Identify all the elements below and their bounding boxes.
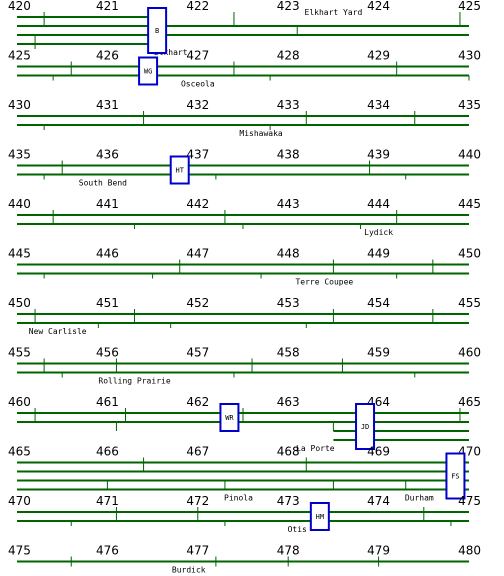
interlocking-box xyxy=(147,7,168,54)
milepost-label: 431 xyxy=(96,98,119,112)
interlocking-box xyxy=(138,56,159,86)
milepost-label: 459 xyxy=(367,346,390,360)
interlocking-box xyxy=(169,155,190,185)
milepost-label: 440 xyxy=(8,197,31,211)
milepost-label: 455 xyxy=(458,296,481,310)
milepost-label: 423 xyxy=(277,0,300,13)
milepost-label: 430 xyxy=(8,98,31,112)
milepost-label: 450 xyxy=(458,247,481,261)
milepost-label: 470 xyxy=(8,494,31,508)
milepost-label: 436 xyxy=(96,148,119,162)
milepost-label: 465 xyxy=(8,445,31,459)
milepost-label: 442 xyxy=(186,197,209,211)
milepost-label: 424 xyxy=(367,0,390,13)
interlocking-label: WR xyxy=(225,414,234,422)
station-label: Pinola xyxy=(224,494,253,503)
station-label: Durham xyxy=(405,494,434,503)
milepost-label: 432 xyxy=(186,98,209,112)
interlocking-box xyxy=(355,403,376,450)
interlocking-label: B xyxy=(155,27,159,35)
interlocking-label: HT xyxy=(176,167,185,175)
interlocking-box xyxy=(309,502,330,531)
milepost-label: 462 xyxy=(186,395,209,409)
milepost-label: 428 xyxy=(277,49,300,63)
milepost-label: 475 xyxy=(458,494,481,508)
milepost-label: 438 xyxy=(277,148,300,162)
milepost-label: 448 xyxy=(277,247,300,261)
milepost-label: 453 xyxy=(277,296,300,310)
milepost-label: 435 xyxy=(458,98,481,112)
milepost-label: 478 xyxy=(277,544,300,558)
station-label: New Carlisle xyxy=(29,327,87,336)
milepost-label: 471 xyxy=(96,494,119,508)
station-label: Otis xyxy=(288,525,307,534)
milepost-label: 425 xyxy=(8,49,31,63)
milepost-label: 422 xyxy=(186,0,209,13)
milepost-label: 435 xyxy=(8,148,31,162)
milepost-label: 476 xyxy=(96,544,119,558)
milepost-label: 474 xyxy=(367,494,390,508)
milepost-label: 457 xyxy=(186,346,209,360)
milepost-label: 469 xyxy=(367,445,390,459)
station-label: Elkhart xyxy=(154,48,188,57)
interlocking-label: JD xyxy=(361,423,369,431)
station-label: South Bend xyxy=(79,179,127,188)
milepost-label: 451 xyxy=(96,296,119,310)
milepost-label: 460 xyxy=(458,346,481,360)
milepost-label: 454 xyxy=(367,296,390,310)
interlocking-box xyxy=(219,403,240,432)
milepost-label: 447 xyxy=(186,247,209,261)
milepost-label: 472 xyxy=(186,494,209,508)
station-label: Rolling Prairie xyxy=(98,377,170,386)
milepost-label: 449 xyxy=(367,247,390,261)
milepost-label: 430 xyxy=(458,49,481,63)
milepost-label: 479 xyxy=(367,544,390,558)
milepost-label: 420 xyxy=(8,0,31,13)
station-label: Lydick xyxy=(364,228,393,237)
station-label: Burdick xyxy=(172,566,206,575)
milepost-label: 446 xyxy=(96,247,119,261)
milepost-label: 466 xyxy=(96,445,119,459)
milepost-label: 440 xyxy=(458,148,481,162)
milepost-label: 441 xyxy=(96,197,119,211)
milepost-label: 456 xyxy=(96,346,119,360)
station-label: Mishawaka xyxy=(239,129,283,138)
milepost-label: 465 xyxy=(458,395,481,409)
milepost-label: 439 xyxy=(367,148,390,162)
milepost-label: 475 xyxy=(8,544,31,558)
milepost-label: 473 xyxy=(277,494,300,508)
milepost-label: 468 xyxy=(277,445,300,459)
station-label: Elkhart Yard xyxy=(305,8,363,17)
milepost-label: 427 xyxy=(186,49,209,63)
station-label: La Porte xyxy=(296,444,335,453)
milepost-label: 450 xyxy=(8,296,31,310)
milepost-label: 467 xyxy=(186,445,209,459)
milepost-label: 480 xyxy=(458,544,481,558)
milepost-label: 458 xyxy=(277,346,300,360)
milepost-label: 445 xyxy=(458,197,481,211)
milepost-label: 434 xyxy=(367,98,390,112)
station-label: Osceola xyxy=(181,80,215,89)
milepost-label: 477 xyxy=(186,544,209,558)
milepost-label: 463 xyxy=(277,395,300,409)
milepost-label: 429 xyxy=(367,49,390,63)
milepost-label: 437 xyxy=(186,148,209,162)
interlocking-label: HM xyxy=(316,513,324,521)
milepost-label: 425 xyxy=(458,0,481,13)
station-label: Terre Coupee xyxy=(295,278,353,287)
milepost-label: 445 xyxy=(8,247,31,261)
milepost-label: 443 xyxy=(277,197,300,211)
interlocking-box xyxy=(445,452,466,500)
milepost-label: 455 xyxy=(8,346,31,360)
milepost-label: 444 xyxy=(367,197,390,211)
interlocking-label: FS xyxy=(451,473,459,481)
milepost-label: 461 xyxy=(96,395,119,409)
milepost-label: 460 xyxy=(8,395,31,409)
milepost-label: 426 xyxy=(96,49,119,63)
milepost-label: 452 xyxy=(186,296,209,310)
interlocking-label: WG xyxy=(144,68,152,76)
milepost-label: 421 xyxy=(96,0,119,13)
milepost-label: 433 xyxy=(277,98,300,112)
